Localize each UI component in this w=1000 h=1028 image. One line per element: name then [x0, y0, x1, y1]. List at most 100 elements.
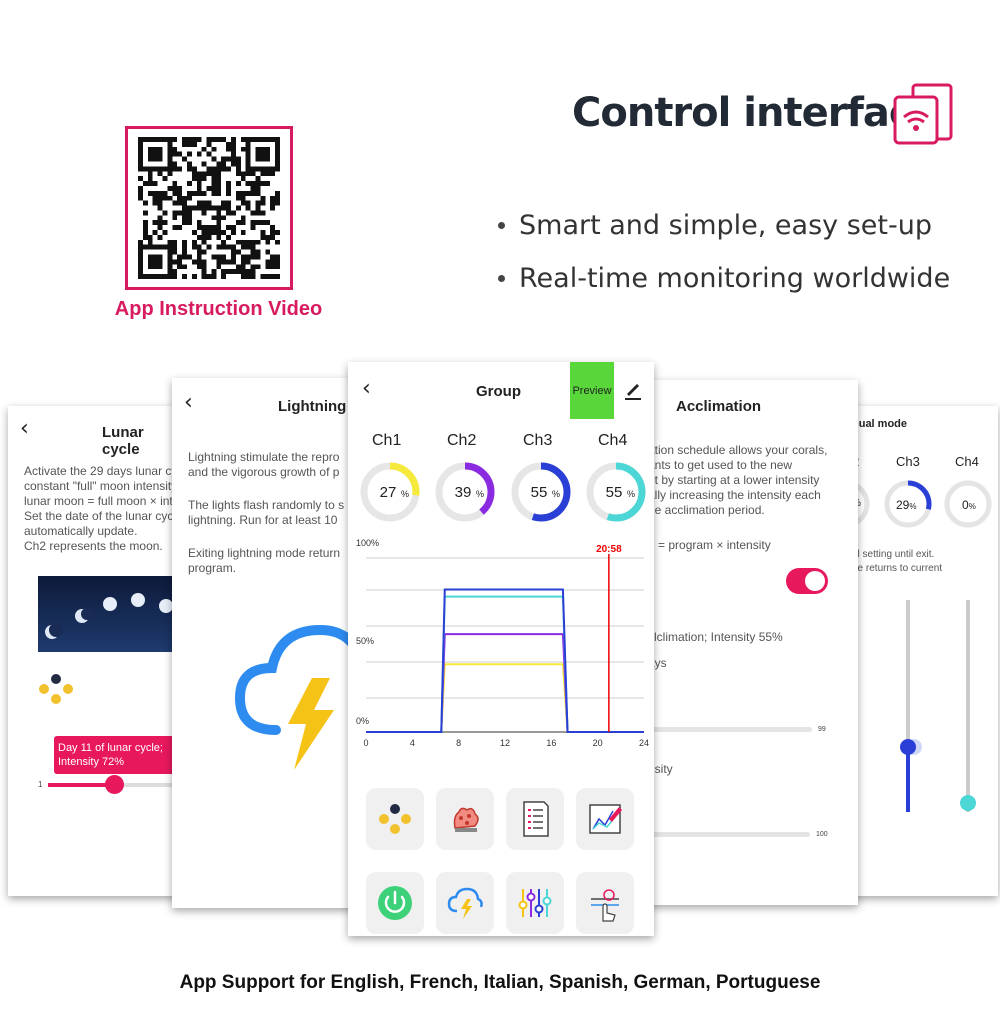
screen-title: Group [476, 383, 521, 400]
channel-label-ch3: Ch3 [896, 454, 920, 469]
feature-item: Smart and simple, easy set-up [498, 210, 950, 241]
intensity-slider-track[interactable] [648, 832, 810, 837]
acclimation-screen: Acclimation ation schedule allows your c… [648, 380, 858, 905]
intensity-label: nsity [648, 762, 673, 776]
current-time-label: 20:58 [596, 544, 622, 555]
slider-min: 1 [38, 780, 43, 789]
screen-title: Acclimation [676, 398, 762, 415]
channel-label: Ch3 [523, 432, 553, 449]
x-tick-label: 16 [546, 738, 556, 748]
lightning-cloud-icon [234, 624, 356, 770]
schedule-list-icon [523, 801, 549, 837]
description: al setting until exit.de returns to curr… [852, 549, 943, 574]
screen-title: Lightning [278, 398, 347, 415]
power-icon [378, 886, 412, 920]
coral-icon [453, 807, 479, 832]
description: Activate the 29 days lunar cy constant "… [24, 464, 178, 553]
lunar-cycle-screen: ‹ Lunar cycle Activate the 29 days lunar… [8, 406, 178, 896]
x-tick-label: 8 [456, 738, 461, 748]
lightning-tile[interactable] [436, 872, 494, 934]
lunar-tooltip: Day 11 of lunar cycle; Intensity 72% [54, 736, 178, 774]
ch4-slider-thumb[interactable] [960, 795, 976, 811]
screen-title: nual mode [852, 418, 908, 430]
screen-title: Lunar cycle [102, 424, 144, 458]
page-title: Control interface [572, 90, 939, 136]
lightning-cloud-icon [447, 887, 483, 919]
ring-fill [435, 462, 495, 522]
intensity-max: 100 [816, 831, 828, 838]
manual-rings [852, 480, 992, 528]
manual-mode-screen: nual mode 2 Ch3 Ch4 % 29% 0% al setting … [852, 406, 998, 896]
moon-phases-image [38, 576, 178, 652]
chart-edit-tile[interactable] [576, 788, 634, 850]
y-label-top: 100% [356, 538, 379, 548]
qr-caption: App Instruction Video [114, 298, 323, 320]
description: ation schedule allows your corals,ants t… [648, 443, 828, 517]
ring-fill [586, 462, 646, 522]
ring-value: 27 [380, 484, 397, 501]
coral-tile[interactable] [436, 788, 494, 850]
ring-unit: % [552, 489, 560, 499]
ch3-slider-thumb[interactable] [900, 739, 916, 755]
back-icon[interactable]: ‹ [362, 376, 371, 401]
days-slider-track[interactable] [648, 727, 812, 732]
channel-ring[interactable]: 55% [509, 460, 573, 524]
x-tick-label: 12 [500, 738, 510, 748]
series-line-ch3 [366, 588, 644, 733]
sliders-icon [518, 889, 552, 917]
channel-label: Ch2 [447, 432, 477, 449]
touch-control-icon [591, 889, 619, 922]
x-tick-label: 20 [593, 738, 603, 748]
channel-label-ch4: Ch4 [955, 454, 979, 469]
ch3-slider-fill [906, 746, 910, 812]
feature-item: Real-time monitoring worldwide [498, 263, 950, 294]
days-max: 99 [818, 726, 826, 733]
back-icon[interactable]: ‹ [184, 390, 193, 415]
x-tick-label: 24 [639, 738, 649, 748]
ch3-slider-track[interactable] [906, 600, 910, 812]
formula: n = program × intensity [648, 538, 771, 552]
ch4-slider-track[interactable] [966, 600, 970, 812]
ring-fill [360, 462, 420, 522]
qr-code[interactable] [125, 126, 293, 290]
acclimation-toggle[interactable] [786, 568, 828, 594]
channel-ring[interactable]: 55% [584, 460, 648, 524]
preview-button[interactable]: Preview [570, 362, 614, 419]
ring-unit: % [476, 489, 484, 499]
chart-edit-icon [589, 804, 622, 834]
lunar-slider-thumb[interactable] [105, 775, 124, 794]
series-line-ch2 [366, 633, 644, 733]
channel-label: Ch4 [598, 432, 628, 449]
ring-value: 39 [455, 484, 472, 501]
lunar-tile[interactable] [366, 788, 424, 850]
ch3-value: 29% [896, 498, 917, 512]
channel-ring[interactable]: 27% [358, 460, 422, 524]
lunar-icon [39, 674, 73, 704]
feature-list: Smart and simple, easy set-up Real-time … [498, 210, 950, 316]
lightning-screen: ‹ Lightning Lightning stimulate the repr… [172, 378, 356, 908]
touch-tile[interactable] [576, 872, 634, 934]
ring-fill [511, 462, 571, 522]
ch4-value: 0% [962, 498, 976, 512]
list-tile[interactable] [506, 788, 564, 850]
edit-icon[interactable] [623, 380, 643, 400]
y-label-mid: 50% [356, 636, 374, 646]
ring-value: 55 [531, 484, 548, 501]
ring-unit: % [401, 489, 409, 499]
x-tick-label: 4 [410, 738, 415, 748]
y-label-bottom: 0% [356, 716, 369, 726]
sliders-tile[interactable] [506, 872, 564, 934]
back-icon[interactable]: ‹ [20, 416, 29, 441]
wifi-device-icon [893, 83, 953, 145]
lunar-slider-fill [48, 783, 114, 787]
power-tile[interactable] [366, 872, 424, 934]
lunar-icon [379, 804, 411, 834]
ring-unit: % [627, 489, 635, 499]
channel-ring[interactable]: 39% [433, 460, 497, 524]
status-text: clclimation; Intensity 55% [648, 630, 783, 644]
